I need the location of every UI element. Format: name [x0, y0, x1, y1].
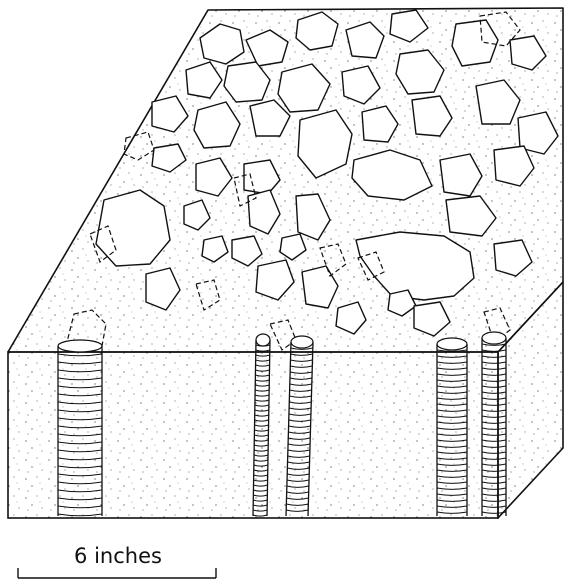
scale-bar: [18, 568, 216, 578]
scale-bar-label: 6 inches: [74, 544, 162, 568]
